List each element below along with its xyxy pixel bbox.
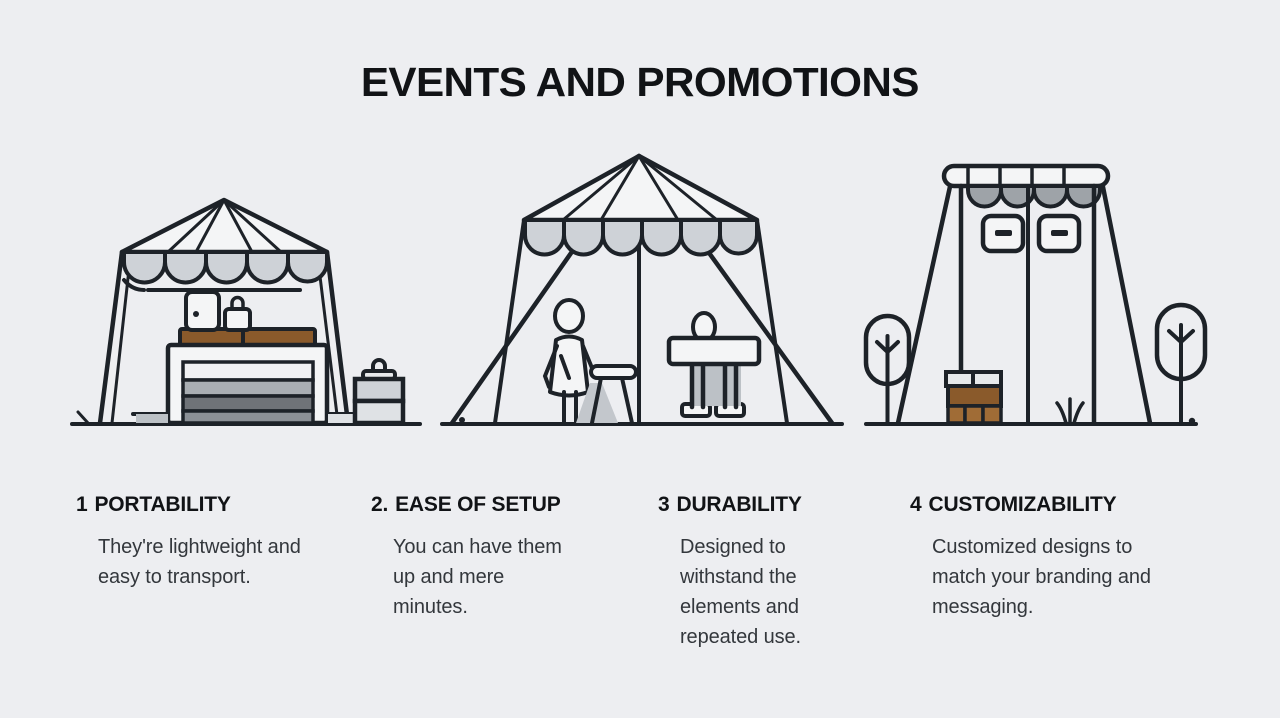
feature-description: You can have them up and mere minutes. [393,536,562,618]
tent2-roof-seam-2 [599,154,641,222]
title-bar: EVENTS AND PROMOTIONS [0,62,1280,103]
feature-heading: 2. EASE OF SETUP [371,494,636,515]
tent1-valance [122,250,329,285]
tent2-ground-peg [459,417,465,423]
tree-left-branch [875,340,900,354]
tent2-roof-seam-3 [637,154,680,222]
feature-heading: 4 CUSTOMIZABILITY [910,494,1220,515]
tent1-carry-case [352,358,406,426]
tent2-inner-right-wall [755,218,789,425]
illustration-flat-top-canopy [863,163,1208,426]
tent3-valance [966,184,1102,209]
standing-person-head [553,298,585,334]
page-title: EVENTS AND PROMOTIONS [361,59,920,105]
tent1-table-shelf-1 [181,360,315,382]
tent3-tree-left [863,313,912,425]
tent3-ground-peg [1188,417,1196,425]
tent1-right-guy [316,258,340,425]
tent1-roof [119,197,330,255]
feature-number: 1 [76,493,88,516]
tent1-valance-rail-hook [122,278,146,292]
standing-person-left-arm [542,344,559,389]
tent1-display-table [165,327,330,426]
tent1-floor-shadow-right [328,414,360,423]
tent2-valance [523,218,759,257]
feature-label: PORTABILITY [94,493,231,516]
feature-description: Customized designs to match your brandin… [932,536,1151,618]
tent1-table-shelf-4 [181,409,315,425]
feature-description: Designed to withstand the elements and r… [680,536,802,648]
features-row: 1 PORTABILITY They're lightweight and eas… [0,494,1280,694]
feature-item-durability: 3 DURABILITY Designed to withstand the el… [658,494,903,652]
crate-lid-right [971,370,1003,388]
tree-right-branch [1167,329,1195,344]
tent1-left-guy [110,258,132,425]
feature-item-portability: 1 PORTABILITY They're lightweight and eas… [76,494,351,592]
illustration-large-event-tent [440,153,844,426]
tent1-table-shelf-2 [181,378,315,398]
tent1-roof-seam-3 [222,198,254,254]
tent1-stake [76,410,90,425]
tent-illustrations-svg [70,153,1208,426]
counter-top [666,335,762,367]
tent3-grass-tuft [1055,397,1085,425]
pedestal-leg-left [590,376,603,425]
tent2-roof [521,153,760,223]
tent3-left-guy [895,179,954,426]
tent2-pedestal-stool [576,364,638,425]
tent1-table-shelf-3 [181,394,315,413]
tent1-roof-seam-2 [194,198,226,254]
feature-label: CUSTOMIZABILITY [928,493,1117,516]
tent2-inner-left-wall [493,218,526,425]
counter-shadow [691,362,741,406]
tent3-right-guy [1099,179,1153,426]
tent3-wooden-crate [944,370,1003,425]
tent1-roof-seam-4 [222,198,283,254]
feature-heading: 1 PORTABILITY [76,494,351,515]
tent1-suitcase-tall [184,290,221,332]
feature-item-ease-of-setup: 2. EASE OF SETUP You can have them up and… [371,494,636,622]
tent1-floor-shadow-left [136,414,168,423]
tent2-roof-seam-4 [637,154,719,222]
tent2-roof-seam-1 [561,154,641,222]
crate-slat-1 [946,404,967,425]
feature-number: 2. [371,493,389,516]
banner-dash-icon-right [1051,230,1068,236]
tent1-suitcase-small [223,295,252,332]
standing-person-right-arm [581,344,594,370]
feature-label: DURABILITY [676,493,802,516]
tent1-table-top-right [241,327,317,347]
pedestal-leg-right [620,376,634,425]
feature-item-customizability: 4 CUSTOMIZABILITY Customized designs to m… [910,494,1220,622]
illustration-peaked-canopy-tent [70,197,422,426]
feature-heading: 3 DURABILITY [658,494,903,515]
tent3-tree-right [1154,302,1208,425]
crate-slat-2 [963,404,985,425]
feature-number: 4 [910,493,922,516]
crate-slat-3 [981,404,1003,425]
tent3-banner-panel-right [1036,213,1082,254]
crate-lid-left [944,370,975,388]
pedestal-top [589,364,638,380]
tent3-banner-panel-left [980,213,1026,254]
tent2-reception-counter [666,335,762,418]
tent1-right-leg [324,249,351,426]
tent1-roof-seam-1 [166,198,226,254]
tent1-left-leg [97,249,125,426]
banner-dash-icon-left [995,230,1012,236]
feature-description: They're lightweight and easy to transpor… [98,536,301,588]
feature-number: 3 [658,493,670,516]
standing-person-object [559,354,571,380]
feature-label: EASE OF SETUP [395,493,561,516]
crate-body-upper [946,384,1003,408]
illustration-band [0,140,1280,450]
